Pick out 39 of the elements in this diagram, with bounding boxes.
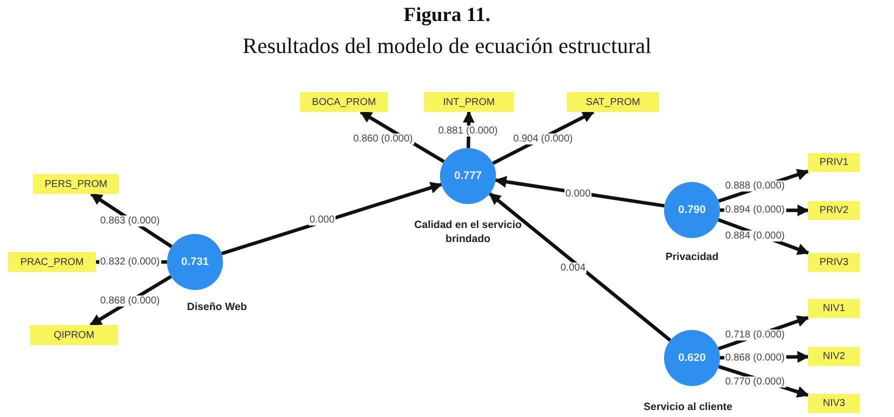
indicator-box: INT_PROM bbox=[424, 92, 514, 112]
edge-label: 0.832 (0.000) bbox=[99, 256, 161, 268]
node-label: Servicio al cliente bbox=[644, 400, 732, 414]
indicator-box: PERS_PROM bbox=[33, 174, 119, 194]
edge-label: 0.004 bbox=[559, 262, 587, 274]
edge-label: 0.894 (0.000) bbox=[724, 204, 786, 216]
node-label: Diseño Web bbox=[187, 300, 247, 314]
figure-caption: Resultados del modelo de ecuación estructural bbox=[242, 33, 652, 59]
figure-title: Figura 11. bbox=[402, 4, 492, 27]
edge-label: 0.904 (0.000) bbox=[512, 134, 574, 144]
node-label: Calidad en el servicio brindado bbox=[413, 218, 523, 246]
edge-label: 0.000 bbox=[308, 214, 336, 226]
latent-variable-circle: 0.731 bbox=[167, 234, 223, 290]
indicator-box: SAT_PROM bbox=[567, 92, 659, 112]
indicator-box: PRIV2 bbox=[808, 201, 860, 220]
indicator-box: QIPROM bbox=[30, 325, 118, 345]
edge-label: 0.888 (0.000) bbox=[724, 180, 786, 192]
edge-label: 0.770 (0.000) bbox=[724, 376, 786, 388]
indicator-box: NIV1 bbox=[808, 299, 860, 318]
edge-label: 0.000 bbox=[564, 188, 592, 200]
latent-variable-circle: 0.620 bbox=[664, 330, 720, 386]
edge-label: 0.881 (0.000) bbox=[437, 126, 499, 136]
indicator-box: PRAC_PROM bbox=[8, 252, 96, 272]
edge-label: 0.718 (0.000) bbox=[724, 330, 786, 340]
indicator-box: BOCA_PROM bbox=[300, 92, 388, 112]
indicator-box: PRIV3 bbox=[808, 253, 860, 272]
edge-label: 0.863 (0.000) bbox=[99, 216, 161, 226]
indicator-box: NIV2 bbox=[808, 347, 860, 366]
edge-label: 0.884 (0.000) bbox=[724, 230, 786, 242]
latent-variable-circle: 0.777 bbox=[440, 148, 496, 204]
edge-label: 0.868 (0.000) bbox=[99, 296, 161, 306]
indicator-box: PRIV1 bbox=[808, 153, 860, 172]
edge-label: 0.868 (0.000) bbox=[724, 352, 786, 364]
arrow bbox=[221, 182, 442, 256]
indicator-box: NIV3 bbox=[808, 394, 860, 413]
arrow bbox=[488, 192, 672, 342]
latent-variable-circle: 0.790 bbox=[664, 182, 720, 238]
node-label: Privacidad bbox=[665, 250, 719, 264]
edge-label: 0.860 (0.000) bbox=[352, 134, 414, 144]
